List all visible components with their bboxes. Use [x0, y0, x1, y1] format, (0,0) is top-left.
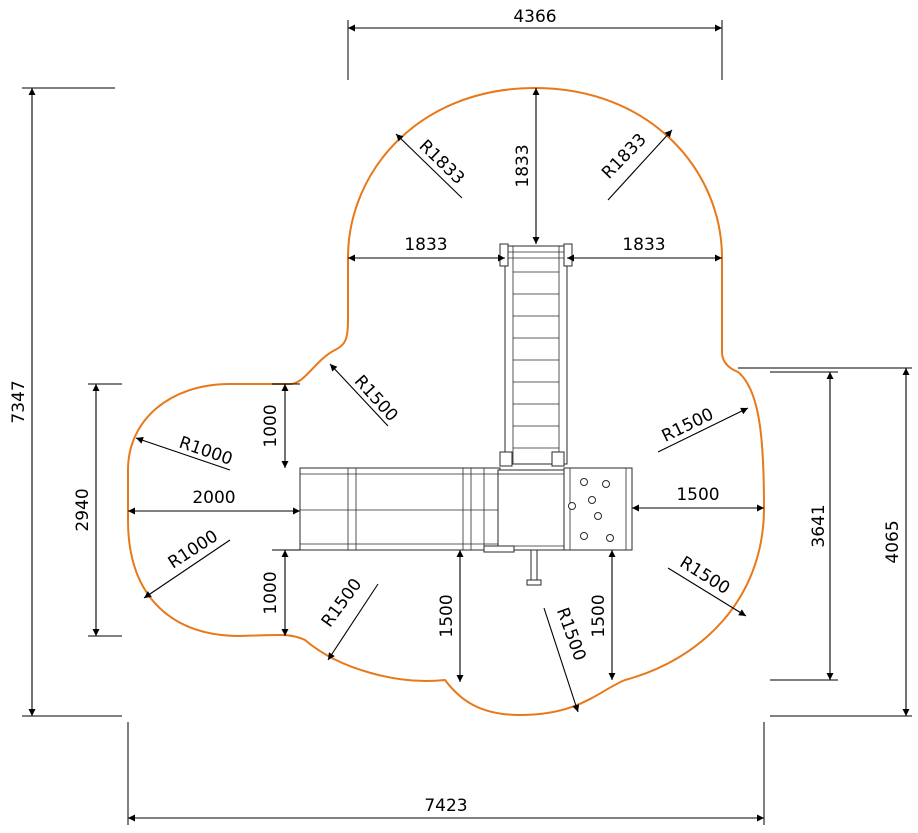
- safety-zone-outline: [127, 86, 766, 717]
- svg-text:1833: 1833: [622, 235, 665, 255]
- support-post: [530, 549, 538, 583]
- dim-left-depth-label: 2940: [73, 488, 93, 531]
- svg-text:1000: 1000: [261, 571, 281, 614]
- radius-left-lower: R1000: [143, 526, 231, 599]
- svg-text:1833: 1833: [404, 235, 447, 255]
- vertical-ladder: [499, 243, 573, 467]
- dim-total-depth-label: 7347: [9, 380, 29, 423]
- radius-lower-left: R1500: [318, 575, 379, 661]
- svg-text:R1000: R1000: [165, 526, 222, 573]
- svg-text:R1500: R1500: [676, 553, 733, 599]
- slide-deck: [299, 467, 501, 551]
- svg-text:R1833: R1833: [415, 136, 469, 189]
- svg-text:1500: 1500: [676, 485, 719, 505]
- dim-upper-width-label: 4366: [513, 7, 556, 27]
- radius-upper-left-notch: R1500: [329, 363, 402, 427]
- dim-right-depth-inner: 3641: [770, 371, 838, 681]
- svg-text:R1000: R1000: [176, 433, 235, 470]
- svg-text:1833: 1833: [513, 144, 533, 187]
- dim-ladder-left: 1833: [348, 235, 505, 262]
- svg-text:R1500: R1500: [350, 371, 402, 425]
- dim-total-width: 7423: [127, 722, 765, 825]
- svg-text:R1833: R1833: [598, 130, 651, 184]
- svg-text:1000: 1000: [261, 404, 281, 447]
- dim-ladder-top: 1833: [513, 88, 540, 244]
- dim-right-depth-inner-label: 3641: [809, 504, 829, 547]
- dim-ladder-right: 1833: [567, 235, 722, 262]
- dim-total-width-label: 7423: [424, 796, 467, 816]
- svg-text:1500: 1500: [589, 594, 609, 637]
- dim-platform-top-left: 1000: [261, 383, 300, 468]
- dim-platform-bottom-left: 1000: [261, 549, 300, 636]
- dim-right-depth-outer: 4065: [738, 367, 912, 717]
- svg-text:1500: 1500: [437, 594, 457, 637]
- dim-slide-end: 2000: [128, 488, 300, 515]
- radius-bottom-center: R1500: [543, 605, 590, 713]
- radius-top-right: R1833: [598, 129, 673, 201]
- dim-upper-width: 4366: [347, 7, 723, 80]
- dim-total-depth: 7347: [9, 87, 122, 717]
- dim-right-depth-outer-label: 4065: [883, 520, 903, 563]
- dim-left-depth: 2940: [73, 383, 122, 637]
- svg-text:R1500: R1500: [318, 575, 367, 631]
- play-structure: [299, 243, 633, 586]
- dim-bottom-mid-left: 1500: [437, 550, 464, 682]
- radius-top-left: R1833: [395, 133, 469, 199]
- svg-text:R1500: R1500: [552, 605, 590, 664]
- svg-text:R1500: R1500: [659, 404, 717, 446]
- svg-text:2000: 2000: [192, 488, 235, 508]
- central-platform: [497, 469, 565, 551]
- radius-left-upper: R1000: [135, 433, 235, 471]
- climbing-wall: [563, 467, 633, 551]
- dim-climber-side: 1500: [632, 485, 764, 512]
- dim-bottom-mid-right: 1500: [589, 550, 616, 680]
- radius-right-upper: R1500: [657, 404, 749, 453]
